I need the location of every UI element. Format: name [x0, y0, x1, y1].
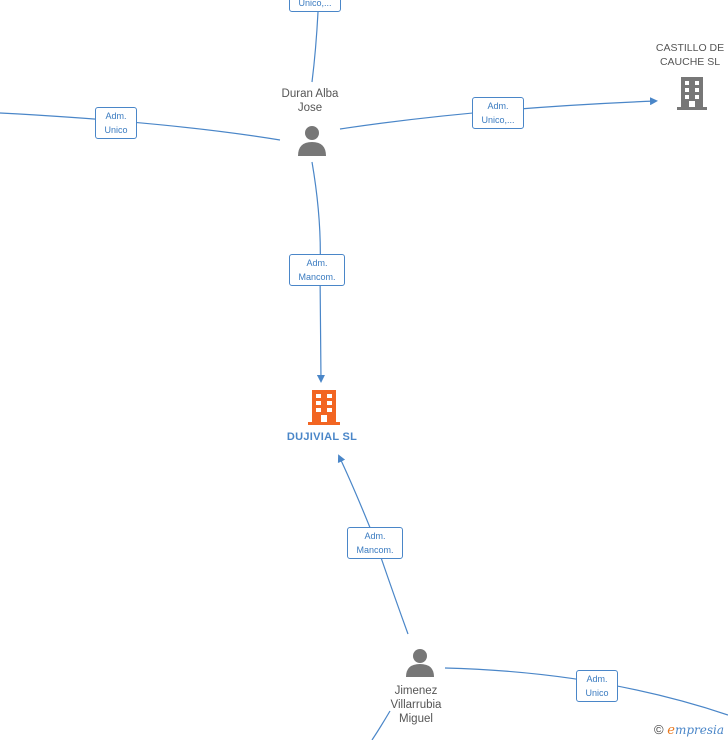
edge-label-line: Adm. — [306, 258, 328, 268]
edge-label-line: Unico — [585, 688, 609, 698]
edge-left-to-duran — [0, 112, 281, 141]
edge-label-jimenez-dujivial[interactable]: Adm. Mancom. — [347, 527, 403, 559]
node-name-line: Villarrubia — [390, 699, 442, 711]
edge-label-line: Unico,... — [298, 0, 332, 8]
node-name-line: Duran Alba — [281, 88, 339, 100]
edge-label-jimenez-right[interactable]: Adm. Unico — [576, 670, 618, 702]
node-name-line: Jimenez — [394, 685, 438, 697]
edge-label-line: Unico,... — [481, 115, 515, 125]
node-name-castillo[interactable]: CASTILLO DE CAUCHE SL — [648, 41, 728, 69]
edge-label-line: Adm. — [487, 101, 509, 111]
edge-label-line: Adm. — [586, 674, 608, 684]
building-icon[interactable] — [677, 77, 707, 110]
node-name-dujivial[interactable]: DUJIVIAL SL — [262, 430, 382, 444]
node-name-duran[interactable]: Duran Alba Jose — [265, 87, 355, 115]
node-name-line: CAUCHE SL — [659, 56, 721, 68]
edge-label-line: Mancom. — [356, 545, 394, 555]
person-icon[interactable] — [406, 649, 434, 677]
copyright-symbol: © — [654, 722, 664, 737]
edge-label-top[interactable]: Unico,... — [289, 0, 341, 12]
brand-rest: mpresia — [674, 723, 724, 737]
node-name-line: Jose — [297, 102, 323, 114]
edge-jimenez-to-bottom — [371, 710, 391, 740]
node-name-line: CASTILLO DE — [655, 42, 725, 54]
node-name-line: Miguel — [399, 713, 433, 725]
node-name-jimenez[interactable]: Jimenez Villarrubia Miguel — [370, 684, 462, 726]
person-icon[interactable] — [298, 126, 326, 156]
edge-label-duran-dujivial[interactable]: Adm. Mancom. — [289, 254, 345, 286]
edge-top-to-duran — [311, 11, 319, 83]
brand-e: e — [667, 723, 675, 738]
edge-label-line: Mancom. — [298, 272, 336, 282]
edge-label-line: Adm. — [364, 531, 386, 541]
empresia-logo: © empresia — [654, 722, 724, 738]
edge-label-line: Adm. — [105, 111, 127, 121]
edge-label-left[interactable]: Adm. Unico — [95, 107, 137, 139]
edge-label-line: Unico — [104, 125, 128, 135]
edge-label-castillo[interactable]: Adm. Unico,... — [472, 97, 524, 129]
building-icon[interactable] — [308, 390, 340, 425]
node-name-line: DUJIVIAL SL — [286, 431, 358, 443]
